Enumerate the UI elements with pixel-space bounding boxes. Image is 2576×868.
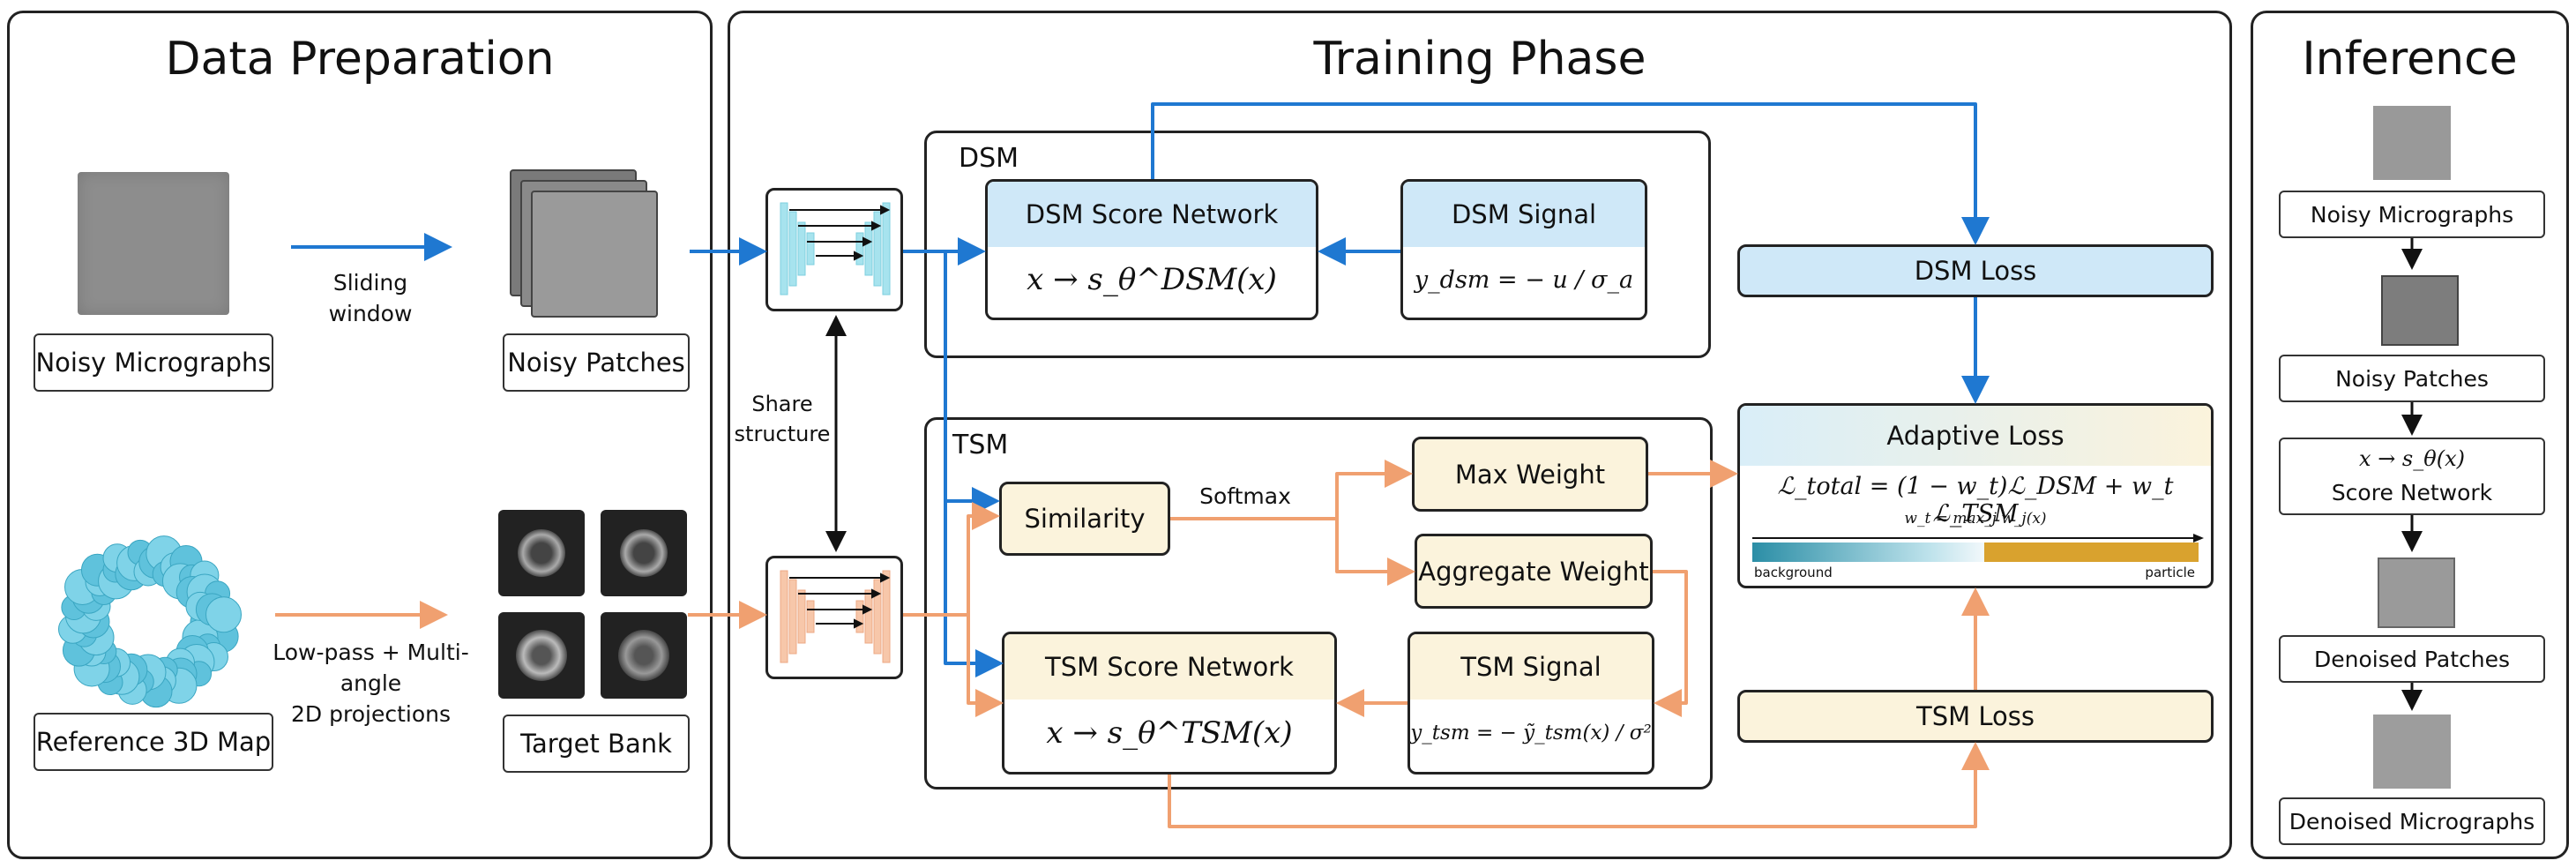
tsm-region-label: TSM — [952, 430, 1009, 460]
adaptive-loss-formula: ℒ_total = (1 − w_t)ℒ_DSM + w_t ℒ_TSM — [1777, 473, 2174, 528]
dsm-signal-title: DSM Signal — [1403, 182, 1645, 247]
dsm-region-label: DSM — [959, 143, 1019, 174]
inference-score-network-label: Score Network — [2331, 480, 2493, 505]
sliding-window-note: Sliding window — [328, 270, 413, 326]
inference-step-noisy-patches: Noisy Patches — [2279, 355, 2545, 402]
tsm-signal-formula: y_tsm = − ỹ_tsm(x) / σ² — [1410, 722, 1652, 745]
target-bank-image — [498, 510, 688, 700]
share-structure-note: Share structure — [734, 392, 831, 446]
aggregate-weight-box: Aggregate Weight — [1415, 534, 1653, 609]
projection-tile — [498, 510, 585, 596]
inference-denoised-micrograph-image — [2373, 715, 2451, 789]
inference-step-denoised-micrographs: Denoised Micrographs — [2279, 797, 2545, 845]
tsm-loss-box: TSM Loss — [1737, 690, 2214, 743]
data-preparation-title: Data Preparation — [165, 33, 555, 86]
unet-blue-glyph — [780, 202, 891, 296]
inference-patches-image — [2381, 275, 2459, 346]
projection-tile — [601, 612, 687, 699]
tsm-signal-card: TSM Signal y_tsm = − ỹ_tsm(x) / σ² — [1407, 632, 1654, 774]
adaptive-loss-title: Adaptive Loss — [1740, 406, 2211, 466]
bar-label-particle: particle — [2145, 565, 2195, 580]
adaptive-gradient-bar — [1752, 542, 2199, 562]
inference-score-network-box: x → s_θ(x) Score Network — [2279, 438, 2545, 515]
reference-3d-map-image — [57, 535, 243, 708]
max-weight-box: Max Weight — [1412, 437, 1648, 512]
inference-step-denoised-patches: Denoised Patches — [2279, 635, 2545, 683]
tsm-score-formula: x → s_θ^TSM(x) — [1046, 715, 1293, 751]
dsm-signal-formula: y_dsm = − u / σ_a — [1414, 266, 1634, 294]
reference-3d-map-label: Reference 3D Map — [34, 713, 273, 771]
dsm-score-formula: x → s_θ^DSM(x) — [1027, 262, 1277, 297]
noisy-patch-front — [531, 191, 658, 318]
noisy-micrograph-image — [78, 172, 229, 315]
projection-note: Low-pass + Multi-angle 2D projections — [273, 640, 469, 727]
dsm-signal-card: DSM Signal y_dsm = − u / σ_a — [1400, 179, 1647, 320]
target-bank-label: Target Bank — [503, 715, 690, 773]
inference-denoised-patches-image — [2378, 557, 2455, 628]
unet-blue-icon — [765, 188, 903, 311]
unet-orange-icon — [765, 556, 903, 679]
inference-score-formula: x → s_θ(x) — [2359, 446, 2465, 471]
tsm-score-network-card: TSM Score Network x → s_θ^TSM(x) — [1002, 632, 1337, 774]
ring-particles — [57, 535, 243, 708]
softmax-label: Softmax — [1199, 483, 1291, 509]
noisy-patches-label: Noisy Patches — [503, 333, 690, 392]
ring-particle — [205, 596, 243, 633]
projection-tile — [498, 612, 585, 699]
tsm-signal-title: TSM Signal — [1410, 634, 1652, 700]
dsm-score-network-card: DSM Score Network x → s_θ^DSM(x) — [985, 179, 1318, 320]
unet-orange-glyph — [780, 570, 891, 663]
tsm-score-network-title: TSM Score Network — [1004, 634, 1334, 700]
bar-label-background: background — [1754, 565, 1833, 580]
similarity-box: Similarity — [999, 482, 1170, 556]
inference-title: Inference — [2302, 33, 2518, 86]
dsm-loss-box: DSM Loss — [1737, 244, 2214, 297]
dsm-score-network-title: DSM Score Network — [988, 182, 1316, 247]
projection-tile — [601, 510, 687, 596]
inference-step-noisy-micrographs: Noisy Micrographs — [2279, 191, 2545, 238]
adaptive-axis-arrow — [1752, 534, 2204, 542]
noisy-micrographs-label: Noisy Micrographs — [34, 333, 273, 392]
adaptive-loss-card: Adaptive Loss ℒ_total = (1 − w_t)ℒ_DSM +… — [1737, 403, 2214, 588]
inference-micrograph-image — [2373, 106, 2451, 180]
training-phase-title: Training Phase — [1313, 33, 1646, 86]
adaptive-weight-formula: w_t = max_j w_j(x) — [1904, 510, 2047, 528]
